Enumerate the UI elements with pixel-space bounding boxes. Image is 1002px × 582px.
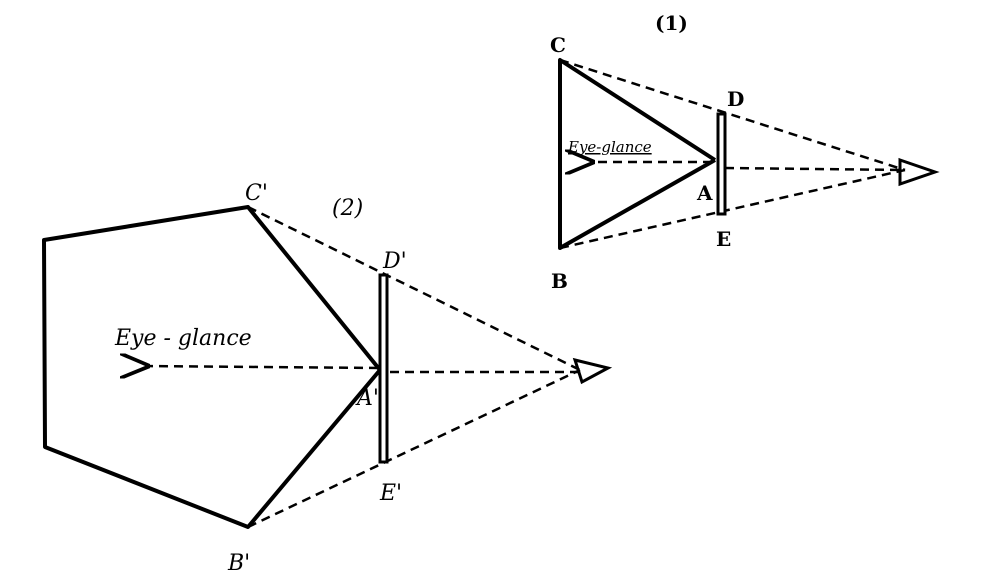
eye-icon	[572, 357, 613, 385]
eye-icon	[898, 157, 940, 187]
screen-de	[716, 112, 727, 216]
label-a: A	[696, 181, 713, 205]
pentagon	[42, 205, 382, 529]
sightline-c-eye	[247, 205, 581, 372]
triangle-cab	[558, 58, 717, 250]
figure-number: (1)	[655, 11, 688, 35]
sightline-b-eye	[559, 168, 906, 250]
label-d-prime: D'	[382, 249, 407, 274]
label-c: C	[550, 33, 566, 57]
label-b-prime: B'	[227, 551, 250, 576]
eye-glance-caption: Eye-glance	[567, 138, 652, 156]
label-c-prime: C'	[245, 181, 268, 206]
eye-glance-arrow	[145, 366, 379, 368]
sightline-a-eye	[724, 166, 906, 172]
figure-1: (1) C D A E B Eye-glance	[550, 11, 940, 293]
figure-number: (2)	[332, 196, 363, 221]
label-e-prime: E'	[379, 481, 402, 506]
label-b: B	[551, 269, 568, 293]
eye-glance-caption: Eye - glance	[114, 326, 252, 351]
figure-2: (2) C' D' A' E' B' Eye - glance	[42, 181, 613, 576]
sightline-b-eye	[247, 368, 581, 529]
label-a-prime: A'	[355, 386, 379, 411]
label-e: E	[716, 227, 731, 251]
screen-de	[378, 273, 389, 464]
sightline-c-eye	[559, 58, 906, 172]
label-d: D	[727, 87, 744, 111]
